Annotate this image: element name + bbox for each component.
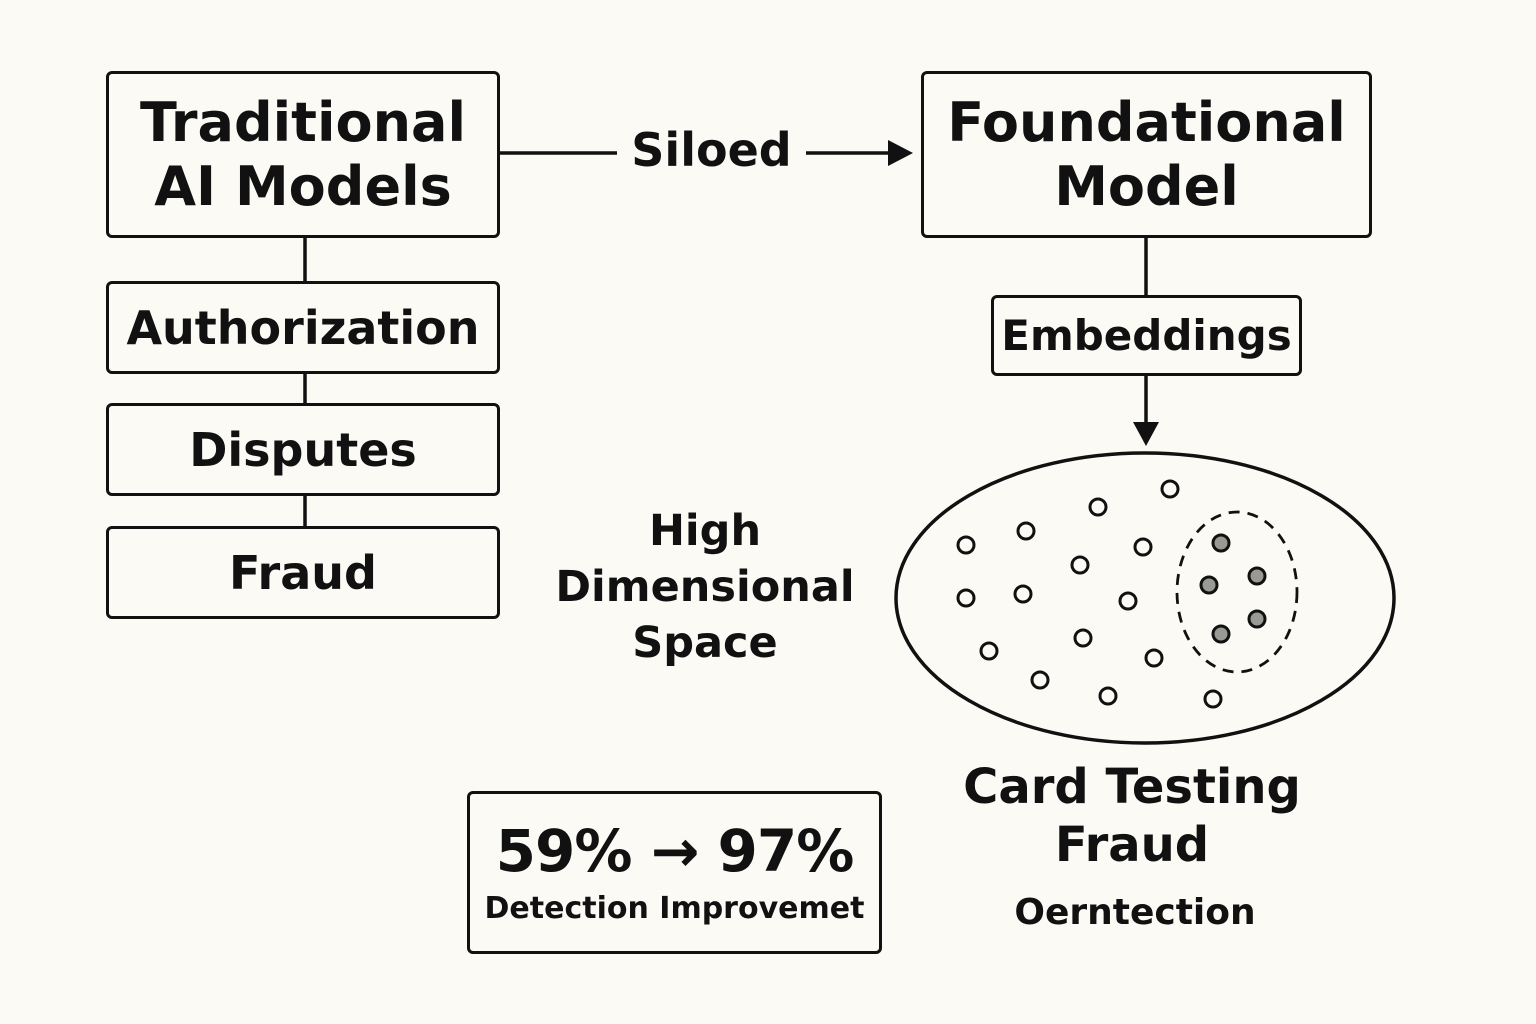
embedding-point bbox=[1016, 521, 1036, 541]
card-testing-fraud-label: Card Testing Fraud bbox=[962, 758, 1302, 874]
embedding-point bbox=[1133, 537, 1153, 557]
embeddings-arrowhead bbox=[1133, 422, 1159, 446]
embedding-point bbox=[956, 588, 976, 608]
embedding-point bbox=[1098, 686, 1118, 706]
cluster-label-line1: Card Testing bbox=[963, 759, 1301, 815]
fraud-point bbox=[1211, 533, 1231, 553]
siloed-label: Siloed bbox=[631, 123, 792, 177]
fraud-label: Fraud bbox=[229, 545, 377, 600]
fraud-point bbox=[1247, 566, 1267, 586]
detection-improvement-value: 59% → 97% bbox=[495, 816, 855, 885]
embedding-space-ellipse bbox=[894, 451, 1396, 745]
foundational-title-line1: Foundational bbox=[947, 90, 1346, 154]
embeddings-box: Embeddings bbox=[991, 295, 1302, 376]
embedding-point bbox=[1160, 479, 1180, 499]
fraud-point bbox=[1247, 609, 1267, 629]
embeddings-label: Embeddings bbox=[1001, 311, 1292, 360]
embedding-point bbox=[1030, 670, 1050, 690]
fraud-cluster-points bbox=[1199, 533, 1267, 644]
embedding-point bbox=[1070, 555, 1090, 575]
detection-improvement-box: 59% → 97% Detection Improvemet bbox=[467, 791, 882, 954]
space-label-line1: High bbox=[648, 506, 762, 556]
disputes-box: Disputes bbox=[106, 403, 500, 496]
disputes-label: Disputes bbox=[189, 422, 417, 477]
traditional-title-line2: AI Models bbox=[154, 154, 452, 218]
embedding-point bbox=[1144, 648, 1164, 668]
space-label-line3: Space bbox=[632, 618, 778, 668]
foundational-model-box: Foundational Model bbox=[921, 71, 1372, 238]
embedding-point bbox=[1088, 497, 1108, 517]
fraud-box: Fraud bbox=[106, 526, 500, 619]
embedding-point bbox=[979, 641, 999, 661]
detection-improvement-caption: Detection Improvemet bbox=[484, 890, 865, 926]
traditional-title-line1: Traditional bbox=[140, 90, 466, 154]
high-dimensional-space-label: High Dimensional Space bbox=[545, 503, 865, 671]
foundational-title-line2: Model bbox=[1054, 154, 1239, 218]
detection-label: Oerntection bbox=[1014, 892, 1256, 933]
embedding-point bbox=[1013, 584, 1033, 604]
embedding-points bbox=[956, 479, 1223, 709]
space-label-line2: Dimensional bbox=[555, 562, 855, 612]
embedding-point bbox=[1118, 591, 1138, 611]
fraud-point bbox=[1199, 575, 1219, 595]
fraud-point bbox=[1211, 624, 1231, 644]
fraud-cluster-outline bbox=[1175, 510, 1299, 674]
embedding-point bbox=[956, 535, 976, 555]
cluster-label-line2: Fraud bbox=[1054, 817, 1210, 873]
embedding-point bbox=[1203, 689, 1223, 709]
traditional-ai-models-box: Traditional AI Models bbox=[106, 71, 500, 238]
authorization-label: Authorization bbox=[126, 300, 480, 355]
embedding-point bbox=[1073, 628, 1093, 648]
authorization-box: Authorization bbox=[106, 281, 500, 374]
siloed-arrowhead bbox=[888, 140, 913, 166]
